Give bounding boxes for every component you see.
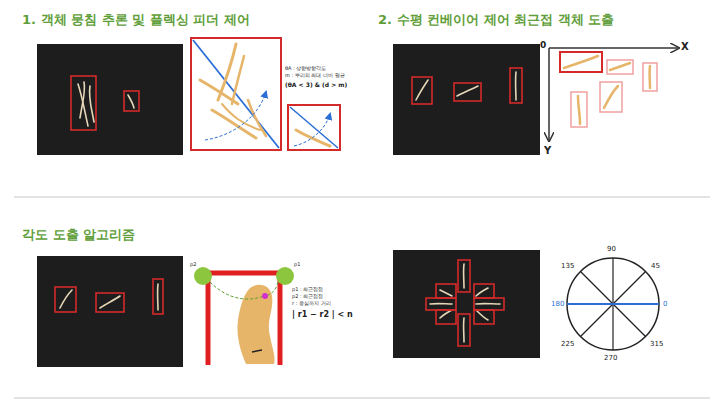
angle-label: 315 bbox=[650, 340, 663, 348]
angle-label: 225 bbox=[561, 340, 574, 348]
panel-heading: 1. 객체 뭉침 추론 및 플렉싱 피더 제어 bbox=[22, 13, 250, 28]
angle-label: 270 bbox=[604, 354, 617, 362]
legend-note: r : 중심까지 거리 bbox=[292, 301, 331, 307]
angle-label: 90 bbox=[607, 245, 616, 253]
point-label: p2 bbox=[190, 262, 196, 268]
angle-label: 0 bbox=[663, 300, 667, 308]
condition-formula: | r1 − r2 | < n bbox=[292, 310, 353, 319]
legend-note: p2 : 최근접점 bbox=[292, 294, 323, 300]
legend-note: p1 : 최근접점 bbox=[292, 287, 323, 293]
panel-heading: 2. 수평 컨베이어 제어 최근접 객체 도출 bbox=[378, 13, 614, 28]
axis-name: X bbox=[681, 41, 689, 53]
axis-name: Y bbox=[544, 145, 551, 157]
point-label: p1 bbox=[294, 262, 300, 268]
angle-label: 45 bbox=[651, 262, 660, 270]
legend-note: m : 뿌리의 최대 너비 평균 bbox=[285, 73, 345, 79]
condition-formula: (θA < 3) & (d > m) bbox=[285, 82, 347, 89]
panel-heading: 각도 도출 알고리즘 bbox=[22, 228, 135, 243]
axis-origin: 0 bbox=[540, 40, 546, 50]
legend-note: θA : 상향방향각도 bbox=[285, 66, 326, 72]
angle-label: 135 bbox=[561, 262, 574, 270]
angle-label: 180 bbox=[551, 300, 564, 308]
